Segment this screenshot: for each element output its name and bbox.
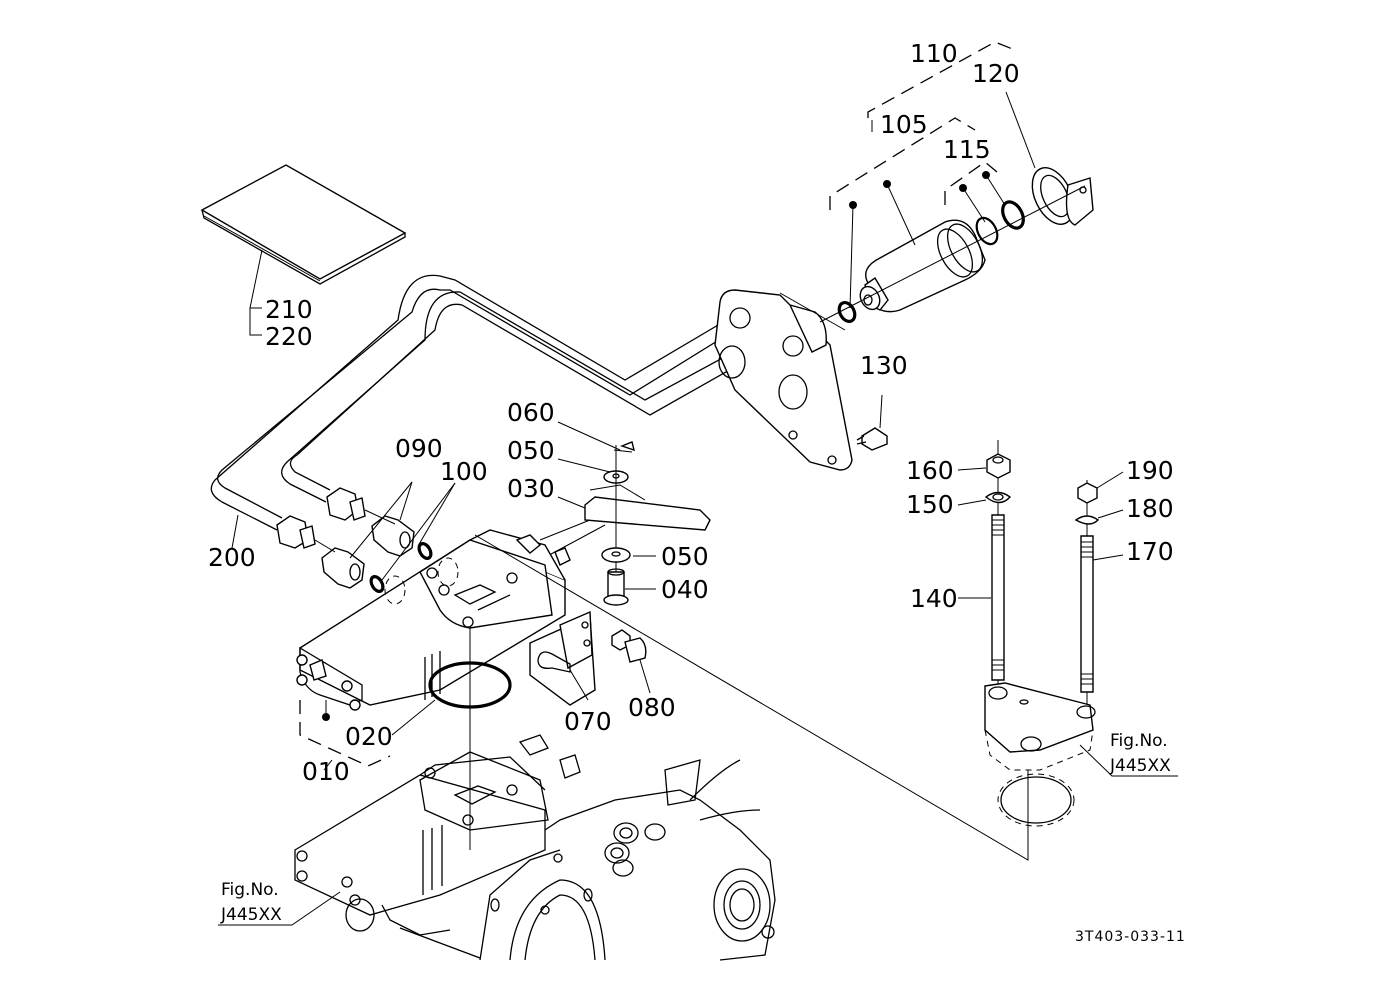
label-200: 200 [208, 543, 256, 572]
o-ring-020 [391, 661, 512, 736]
label-100: 100 [440, 457, 488, 486]
bracket-070 [529, 610, 596, 706]
label-030: 030 [507, 474, 555, 503]
plug-080 [611, 629, 651, 694]
label-050-bottom: 050 [661, 542, 709, 571]
guide-line [474, 534, 1029, 861]
label-220: 220 [265, 322, 313, 351]
filter-assembly [819, 41, 1094, 324]
label-080: 080 [628, 693, 676, 722]
stud-hardware [957, 440, 1178, 827]
label-060: 060 [507, 398, 555, 427]
pipe-flange-plate [714, 289, 853, 471]
label-050-top: 050 [507, 436, 555, 465]
lower-housing [218, 734, 776, 961]
manual-booklet [200, 164, 407, 336]
label-140: 140 [910, 584, 958, 613]
drawing-code: 3T403-033-11 [1075, 929, 1186, 945]
fittings-090-100 [276, 481, 456, 593]
label-090: 090 [395, 434, 443, 463]
label-115: 115 [943, 135, 991, 164]
fig-ref-left-line1: Fig.No. [221, 880, 279, 900]
fig-ref-right-line2: J445XX [1109, 756, 1171, 776]
label-210: 210 [265, 295, 313, 324]
label-020: 020 [345, 722, 393, 751]
label-170: 170 [1126, 537, 1174, 566]
label-150: 150 [906, 490, 954, 519]
label-160: 160 [906, 456, 954, 485]
fig-ref-left-line2: J445XX [220, 905, 282, 925]
hydraulic-pipes [210, 274, 771, 549]
valve-body-010 [296, 529, 571, 850]
label-130: 130 [860, 351, 908, 380]
label-010: 010 [302, 757, 350, 786]
label-120: 120 [972, 59, 1020, 88]
label-180: 180 [1126, 494, 1174, 523]
label-105: 105 [880, 110, 928, 139]
label-190: 190 [1126, 456, 1174, 485]
label-040: 040 [661, 575, 709, 604]
label-070: 070 [564, 707, 612, 736]
fig-ref-right-line1: Fig.No. [1110, 731, 1168, 751]
fitting-130 [856, 394, 888, 451]
label-110: 110 [910, 39, 958, 68]
